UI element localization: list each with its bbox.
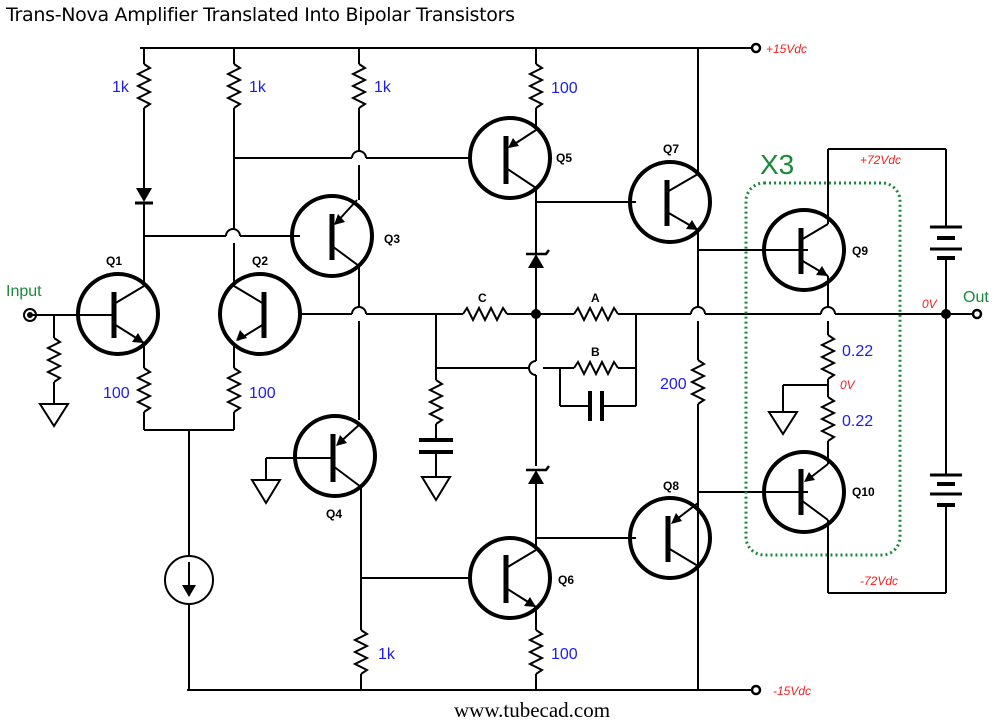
transistor-q7: Q7: [628, 142, 712, 244]
battery-negative: [930, 473, 962, 507]
label-q4: Q4: [326, 507, 342, 521]
resistor-q1-top: [135, 63, 153, 109]
pos15-label: +15Vdc: [766, 42, 807, 56]
junction-dot: [941, 309, 951, 319]
transistor-q3: Q3: [290, 194, 400, 278]
ground-icon: [38, 403, 70, 428]
resistor-a: [573, 305, 619, 323]
label-c: C: [478, 291, 487, 305]
footer-url: www.tubecad.com: [454, 698, 611, 722]
x3-label: X3: [760, 149, 794, 180]
label-a: A: [591, 291, 600, 305]
pos15-terminal: [750, 42, 762, 54]
resistor-q6-emitter: [527, 629, 545, 675]
pos72-label: +72Vdc: [860, 153, 901, 167]
resistor-q1-emitter: [135, 367, 153, 413]
transistor-q8: Q8: [628, 479, 712, 580]
value-label: 100: [103, 385, 130, 402]
zener-diode-icon: [528, 254, 544, 268]
value-label: 100: [551, 646, 578, 663]
label-q7: Q7: [663, 142, 679, 156]
transistor-q1: Q1: [76, 254, 160, 356]
resistor-q2-top: [225, 63, 243, 109]
label-b: B: [591, 345, 600, 359]
resistor-q10-emitter: [819, 396, 837, 442]
diode-icon: [136, 188, 152, 202]
input-label: Input: [6, 283, 42, 300]
neg15-label: -15Vdc: [773, 684, 811, 698]
arrow-down-icon: [182, 585, 196, 597]
label-q3: Q3: [384, 232, 400, 246]
value-label: 100: [551, 80, 578, 97]
resistor-bias: [689, 359, 707, 405]
resistor-shunt: [427, 379, 445, 425]
resistor-q3-top: [350, 63, 368, 109]
resistor-q9-emitter: [819, 334, 837, 380]
value-label: 0.22: [842, 343, 873, 360]
battery-positive: [930, 225, 962, 260]
output-label: Out: [963, 289, 989, 306]
ground-icon: [250, 479, 282, 505]
value-label: 1k: [249, 79, 267, 96]
transistor-q9: Q9: [762, 208, 868, 292]
transistor-q4: Q4: [293, 414, 377, 521]
neg72-label: -72Vdc: [860, 574, 898, 588]
ground-icon: [420, 476, 452, 502]
neg15-terminal: [750, 684, 762, 696]
value-label: 200: [660, 376, 687, 393]
value-label: 1k: [378, 646, 396, 663]
zero-out-label: 0V: [922, 297, 938, 311]
label-q5: Q5: [556, 151, 572, 165]
label-q2: Q2: [252, 254, 268, 268]
zener-diode-icon: [528, 470, 544, 484]
resistor-q5-emitter: [527, 63, 545, 109]
label-q6: Q6: [558, 573, 574, 587]
page-title: Trans-Nova Amplifier Translated Into Bip…: [6, 4, 515, 26]
value-label: 100: [249, 385, 276, 402]
transistor-q6: Q6: [468, 536, 574, 620]
zero-mid-label: 0V: [840, 378, 856, 392]
transistor-q2: Q2: [218, 254, 302, 356]
label-q9: Q9: [852, 244, 868, 258]
resistor-q2-emitter: [225, 367, 243, 413]
ground-icon: [767, 411, 799, 436]
transistor-q10: Q10: [762, 450, 875, 534]
output-terminal[interactable]: [971, 308, 983, 320]
transistor-q5: Q5: [468, 116, 572, 200]
resistor-input: [45, 337, 63, 383]
value-label: 0.22: [842, 413, 873, 430]
resistor-b: [573, 359, 619, 377]
resistor-q4-collector: [352, 629, 370, 675]
label-q10: Q10: [852, 485, 875, 499]
value-label: 1k: [374, 79, 392, 96]
value-label: 1k: [112, 79, 130, 96]
label-q1: Q1: [106, 254, 122, 268]
label-q8: Q8: [663, 479, 679, 493]
resistor-c: [462, 305, 508, 323]
